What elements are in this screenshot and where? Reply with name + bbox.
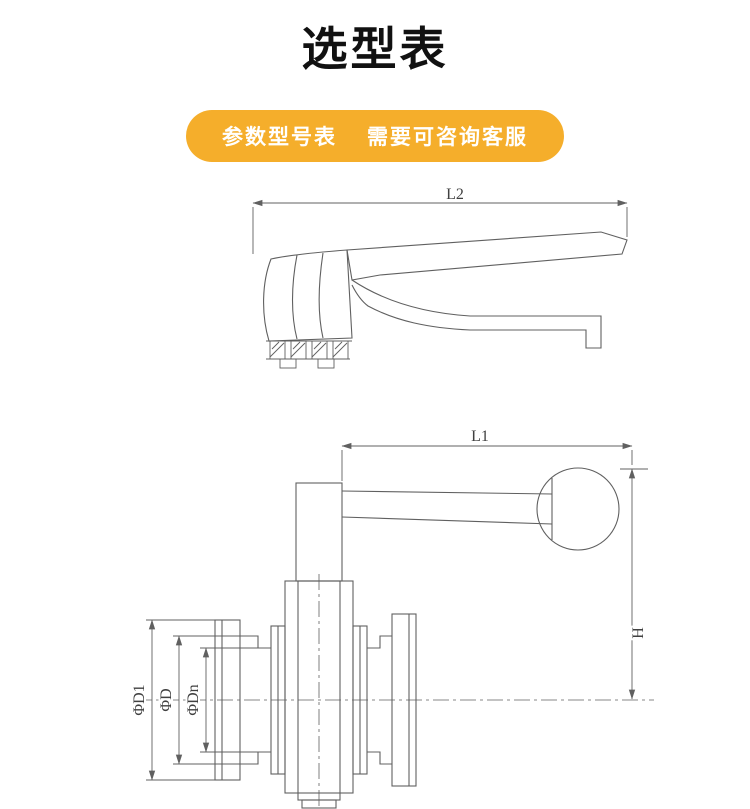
mounting-tabs (266, 340, 352, 369)
tab-hatching (269, 341, 348, 358)
handle-ball (536, 467, 620, 551)
valve-drawing-svg: L2 L1 H ΦD1 ΦD ΦDn (129, 188, 654, 809)
l1-dimension (341, 442, 633, 481)
info-badge: 参数型号表 需要可咨询客服 (186, 110, 564, 162)
phi-d-label: ΦD (158, 688, 175, 711)
h-label: H (630, 627, 647, 639)
right-clamp-plates (352, 625, 368, 775)
grip-mold-lines (291, 252, 324, 340)
phi-d1-label: ΦD1 (131, 684, 148, 715)
right-ferrule (391, 613, 417, 787)
trigger-outline (351, 279, 602, 349)
drawing-lines (136, 199, 654, 809)
badge-label-right: 需要可咨询客服 (367, 126, 528, 149)
right-tube (367, 635, 392, 765)
valve-front-view (136, 442, 654, 809)
left-ferrule (214, 619, 241, 781)
l1-label: L1 (471, 428, 489, 445)
left-tube (240, 635, 271, 765)
badge-label-left: 参数型号表 (222, 126, 337, 149)
technical-drawing: L2 L1 H ΦD1 ΦD ΦDn (0, 188, 750, 809)
phi-d1-dimension (146, 619, 215, 781)
valve-neck (295, 482, 343, 582)
phi-d-dimension (173, 635, 240, 765)
l2-label: L2 (446, 188, 464, 203)
handle-arm (341, 478, 553, 540)
l2-dimension (252, 199, 628, 254)
left-clamp-plates (270, 625, 286, 775)
page-title: 选型表 (301, 23, 449, 75)
badge-row: 参数型号表 需要可咨询客服 (0, 110, 750, 162)
grip-outline (263, 249, 353, 342)
phi-dn-dimension (200, 647, 258, 753)
h-dimension (620, 468, 648, 700)
phi-dn-label: ΦDn (185, 684, 202, 715)
handle-side-view (252, 199, 628, 369)
dimension-labels: L2 L1 H ΦD1 ΦD ΦDn (129, 188, 649, 718)
lever-outline (346, 231, 628, 281)
body-foot (301, 799, 337, 809)
